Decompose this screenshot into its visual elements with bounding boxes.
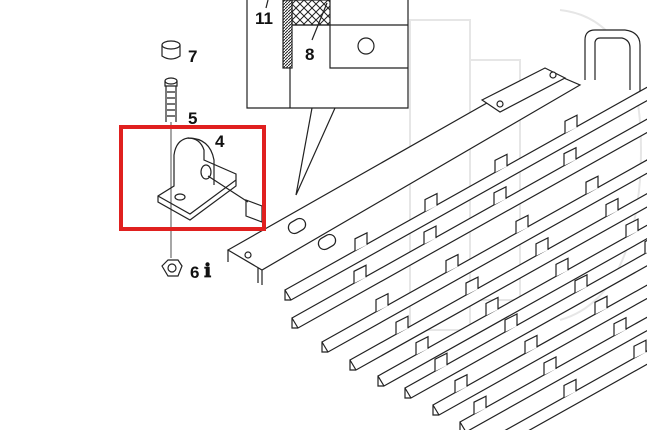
slat-tab [613,316,627,336]
slat-tab [564,114,578,134]
grate-slat [459,316,647,430]
callout-11[interactable]: 11 [255,9,273,28]
callout-7[interactable]: 7 [188,47,198,66]
grate-frame [226,29,647,430]
slat-tab [353,264,367,284]
grate-slat [321,159,647,353]
slat-tab [424,192,438,212]
bracket-4 [157,137,237,221]
callout-4[interactable]: 4 [215,132,225,151]
hardware [157,40,263,277]
slat-tab [515,214,529,234]
callout-8[interactable]: 8 [305,45,315,64]
slat-tab [395,315,409,335]
slat-tab [585,175,599,195]
slat-tab [563,146,577,166]
info-icon[interactable]: ℹ [204,261,212,282]
slat-tab [625,218,639,238]
slat-tab [415,335,429,355]
slat-tab [493,185,507,205]
slat-tab [465,276,479,296]
highlight-box-part-4 [119,125,266,231]
grate-slat [432,284,647,416]
callout-6[interactable]: 6 [190,263,200,282]
slat-tab [423,225,437,245]
slat-tab [494,153,508,173]
callout-5[interactable]: 5 [188,109,198,128]
grate-slat [404,251,647,399]
slat-tab [445,253,459,273]
grate-slat [349,192,647,371]
slat-tab [473,395,487,415]
slat-tab [574,273,588,293]
slat-tab [354,231,368,251]
cap-7 [161,40,181,50]
slat-tab [605,197,619,217]
grate-slat [377,224,647,387]
slat-tab [485,296,499,316]
slat-tab [543,355,557,375]
slat-tab [633,339,647,359]
nut-6 [161,259,183,277]
slat-tab [594,295,608,315]
slat-tab [454,373,468,393]
inset-detail [246,0,409,196]
slat-tab [563,378,577,398]
slat-tab [555,257,569,277]
slat-tab [504,313,518,332]
slat-tab [434,352,448,372]
slat-tab [535,236,549,256]
slat-tab [524,334,538,354]
slat-tab [375,292,389,312]
